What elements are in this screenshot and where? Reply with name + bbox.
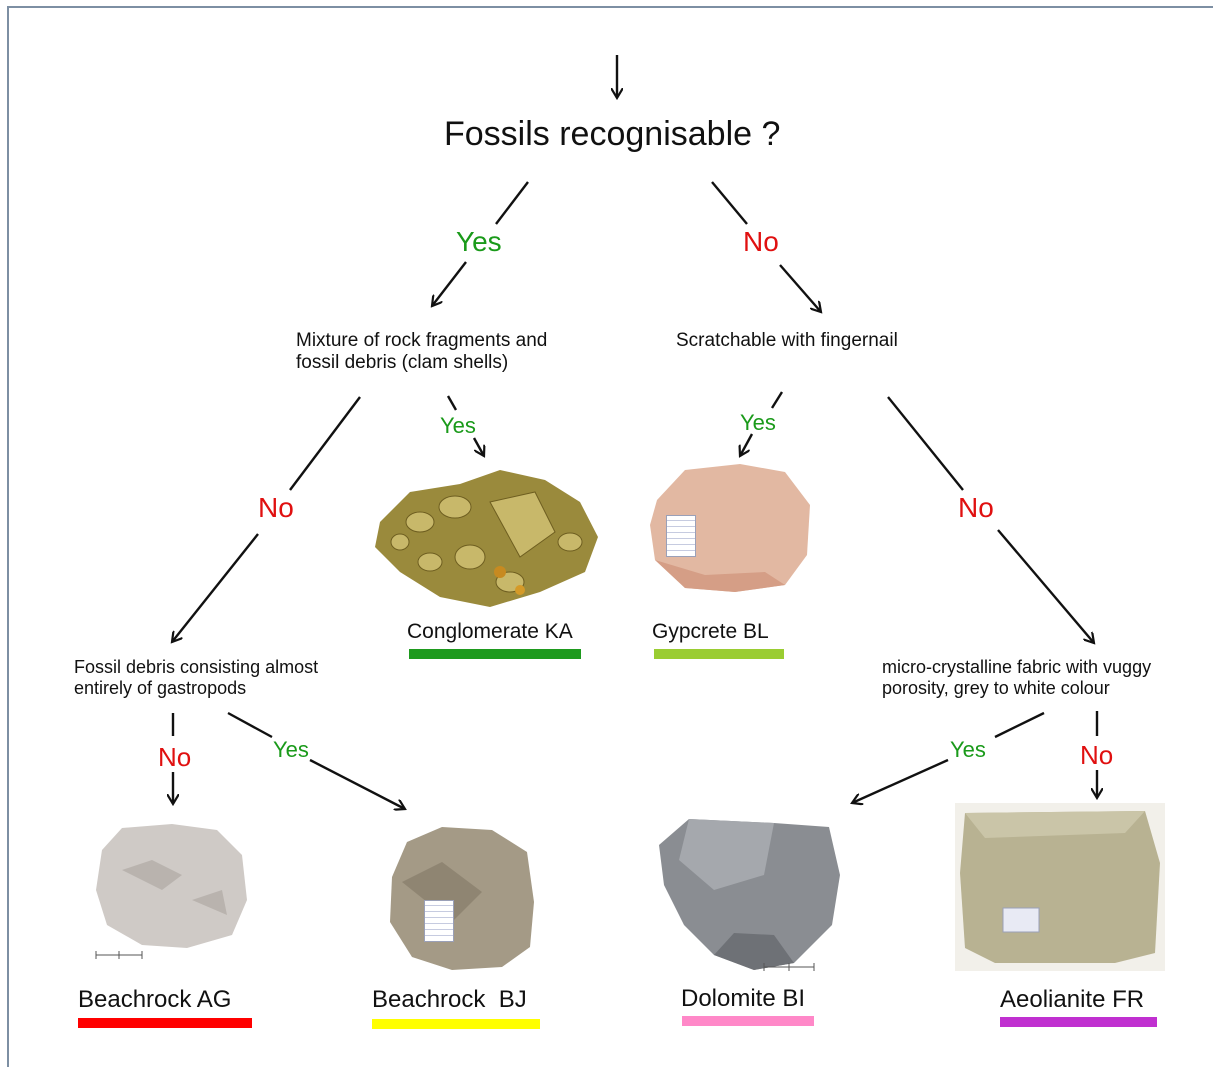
yes-label-gastro: Yes	[273, 737, 309, 763]
beachrock-bj-rock-image	[382, 822, 540, 972]
yes-label-top: Yes	[456, 226, 502, 258]
rock-label-beachrock-ag: Beachrock AG	[78, 986, 231, 1014]
rock-label-gypcrete: Gypcrete BL	[652, 620, 769, 644]
yes-label-scratch: Yes	[740, 410, 776, 436]
question-gastropods-line2: entirely of gastropods	[74, 678, 318, 699]
yes-arrow-gastro	[310, 760, 405, 809]
yes-line-gastro	[228, 713, 272, 737]
no-label-gastro: No	[158, 742, 191, 773]
question-mixture: Mixture of rock fragments and fossil deb…	[296, 330, 547, 374]
color-bar-conglomerate	[409, 649, 581, 659]
conglomerate-rock-image	[370, 462, 602, 612]
color-bar-aeolianite	[1000, 1017, 1157, 1027]
top-question: Fossils recognisable ?	[444, 115, 780, 154]
aeolianite-rock-image	[955, 803, 1165, 971]
beachrock-ag-rock-image	[92, 820, 252, 965]
yes-line-scratch	[772, 392, 782, 408]
question-mixture-line2: fossil debris (clam shells)	[296, 352, 547, 374]
question-micro-line2: porosity, grey to white colour	[882, 678, 1151, 699]
yes-arrow-top	[432, 262, 466, 306]
dolomite-rock-image	[654, 815, 844, 975]
question-gastropods-line1: Fossil debris consisting almost	[74, 657, 318, 678]
question-scratch: Scratchable with fingernail	[676, 330, 898, 352]
yes-line-micro	[995, 713, 1044, 737]
yes-arrow-scratch	[740, 434, 752, 456]
color-bar-dolomite	[682, 1016, 814, 1026]
gypcrete-scale-card	[666, 515, 696, 557]
yes-label-mixture: Yes	[440, 413, 476, 439]
no-arrow-scratch	[998, 530, 1094, 643]
question-mixture-line1: Mixture of rock fragments and	[296, 330, 547, 352]
yes-arrow-micro	[852, 760, 948, 803]
color-bar-beachrock-bj	[372, 1019, 540, 1029]
beachrock-bj-scale-card	[424, 900, 454, 942]
no-label-top: No	[743, 226, 779, 258]
question-micro-line1: micro-crystalline fabric with vuggy	[882, 657, 1151, 678]
no-line-top	[712, 182, 747, 224]
question-gastropods: Fossil debris consisting almost entirely…	[74, 657, 318, 698]
rock-label-conglomerate: Conglomerate KA	[407, 620, 573, 644]
no-line-mixture	[290, 397, 360, 490]
yes-label-micro: Yes	[950, 737, 986, 763]
question-micro: micro-crystalline fabric with vuggy poro…	[882, 657, 1151, 698]
color-bar-gypcrete	[654, 649, 784, 659]
no-line-scratch	[888, 397, 963, 490]
no-label-scratch: No	[958, 492, 994, 524]
yes-line-top	[496, 182, 528, 224]
rock-label-dolomite: Dolomite BI	[681, 985, 805, 1013]
color-bar-beachrock-ag	[78, 1018, 252, 1028]
no-arrow-mixture	[172, 534, 258, 642]
rock-label-beachrock-bj: Beachrock BJ	[372, 986, 527, 1014]
rock-label-aeolianite: Aeolianite FR	[1000, 986, 1144, 1014]
yes-line-mixture	[448, 396, 456, 410]
no-label-mixture: No	[258, 492, 294, 524]
yes-arrow-mixture	[474, 438, 484, 456]
no-label-micro: No	[1080, 740, 1113, 771]
no-arrow-top	[780, 265, 821, 312]
